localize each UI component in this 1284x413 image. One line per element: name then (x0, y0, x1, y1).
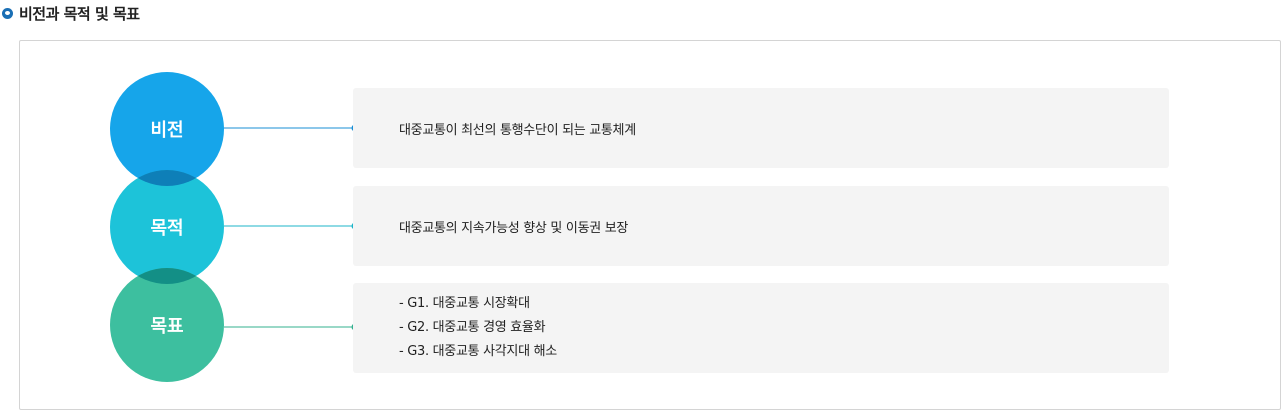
vision-circle (110, 72, 224, 186)
goal-box: - G1. 대중교통 시장확대 - G2. 대중교통 경영 효율화 - G3. … (353, 283, 1169, 373)
goal-label: 목표 (150, 316, 183, 337)
purpose-text: 대중교통의 지속가능성 향상 및 이동권 보장 (399, 220, 629, 236)
goal-circle (110, 268, 224, 382)
purpose-circle (110, 170, 224, 284)
goal-item-g3: - G3. 대중교통 사각지대 해소 (399, 344, 557, 359)
purpose-label: 목적 (150, 218, 183, 239)
vision-text: 대중교통이 최선의 통행수단이 되는 교통체계 (399, 122, 636, 138)
section-heading: 비전과 목적 및 목표 (0, 0, 140, 26)
vision-box: 대중교통이 최선의 통행수단이 되는 교통체계 (353, 88, 1169, 168)
vision-label: 비전 (150, 120, 183, 141)
goal-item-g2: - G2. 대중교통 경영 효율화 (399, 320, 546, 335)
circle-bullet-icon (2, 7, 13, 19)
goal-item-g1: - G1. 대중교통 시장확대 (399, 296, 530, 311)
purpose-box: 대중교통의 지속가능성 향상 및 이동권 보장 (353, 186, 1169, 266)
section-title: 비전과 목적 및 목표 (19, 4, 140, 23)
